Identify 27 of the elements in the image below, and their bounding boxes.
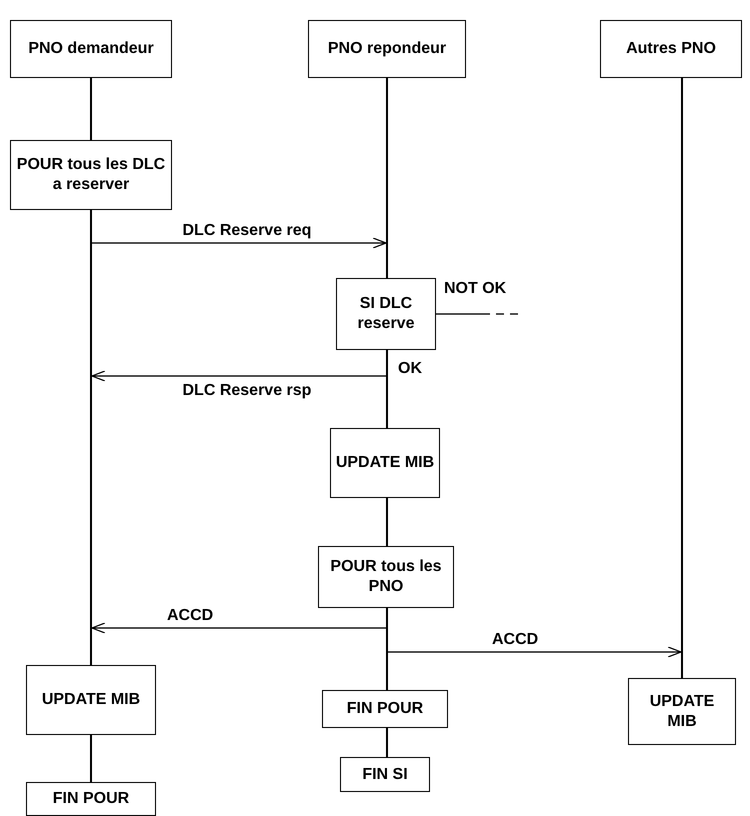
participant-box: PNO demandeur — [10, 20, 172, 78]
lifeline — [386, 78, 388, 278]
message-arrow — [91, 622, 387, 634]
process-box: POUR tous les DLC a reserver — [10, 140, 172, 210]
message-arrow — [91, 237, 387, 249]
process-box: UPDATE MIB — [26, 665, 156, 735]
lifeline — [386, 498, 388, 546]
process-box: POUR tous les PNO — [318, 546, 454, 608]
process-box: UPDATE MIB — [628, 678, 736, 745]
message-label: DLC Reserve req — [180, 222, 314, 240]
lifeline — [386, 728, 388, 757]
message-label: DLC Reserve rsp — [180, 382, 314, 400]
lifeline — [90, 78, 92, 140]
condition-box: SI DLC reserve — [336, 278, 436, 350]
lifeline — [386, 608, 388, 690]
message-arrow — [91, 370, 387, 382]
participant-box: PNO repondeur — [308, 20, 466, 78]
lifeline — [681, 78, 683, 678]
participant-box: Autres PNO — [600, 20, 742, 78]
process-box: FIN POUR — [26, 782, 156, 816]
lifeline — [90, 210, 92, 665]
process-box: UPDATE MIB — [330, 428, 440, 498]
message-arrow — [387, 646, 682, 658]
process-box: FIN POUR — [322, 690, 448, 728]
lifeline — [90, 735, 92, 782]
process-box: FIN SI — [340, 757, 430, 792]
lifeline — [386, 350, 388, 428]
